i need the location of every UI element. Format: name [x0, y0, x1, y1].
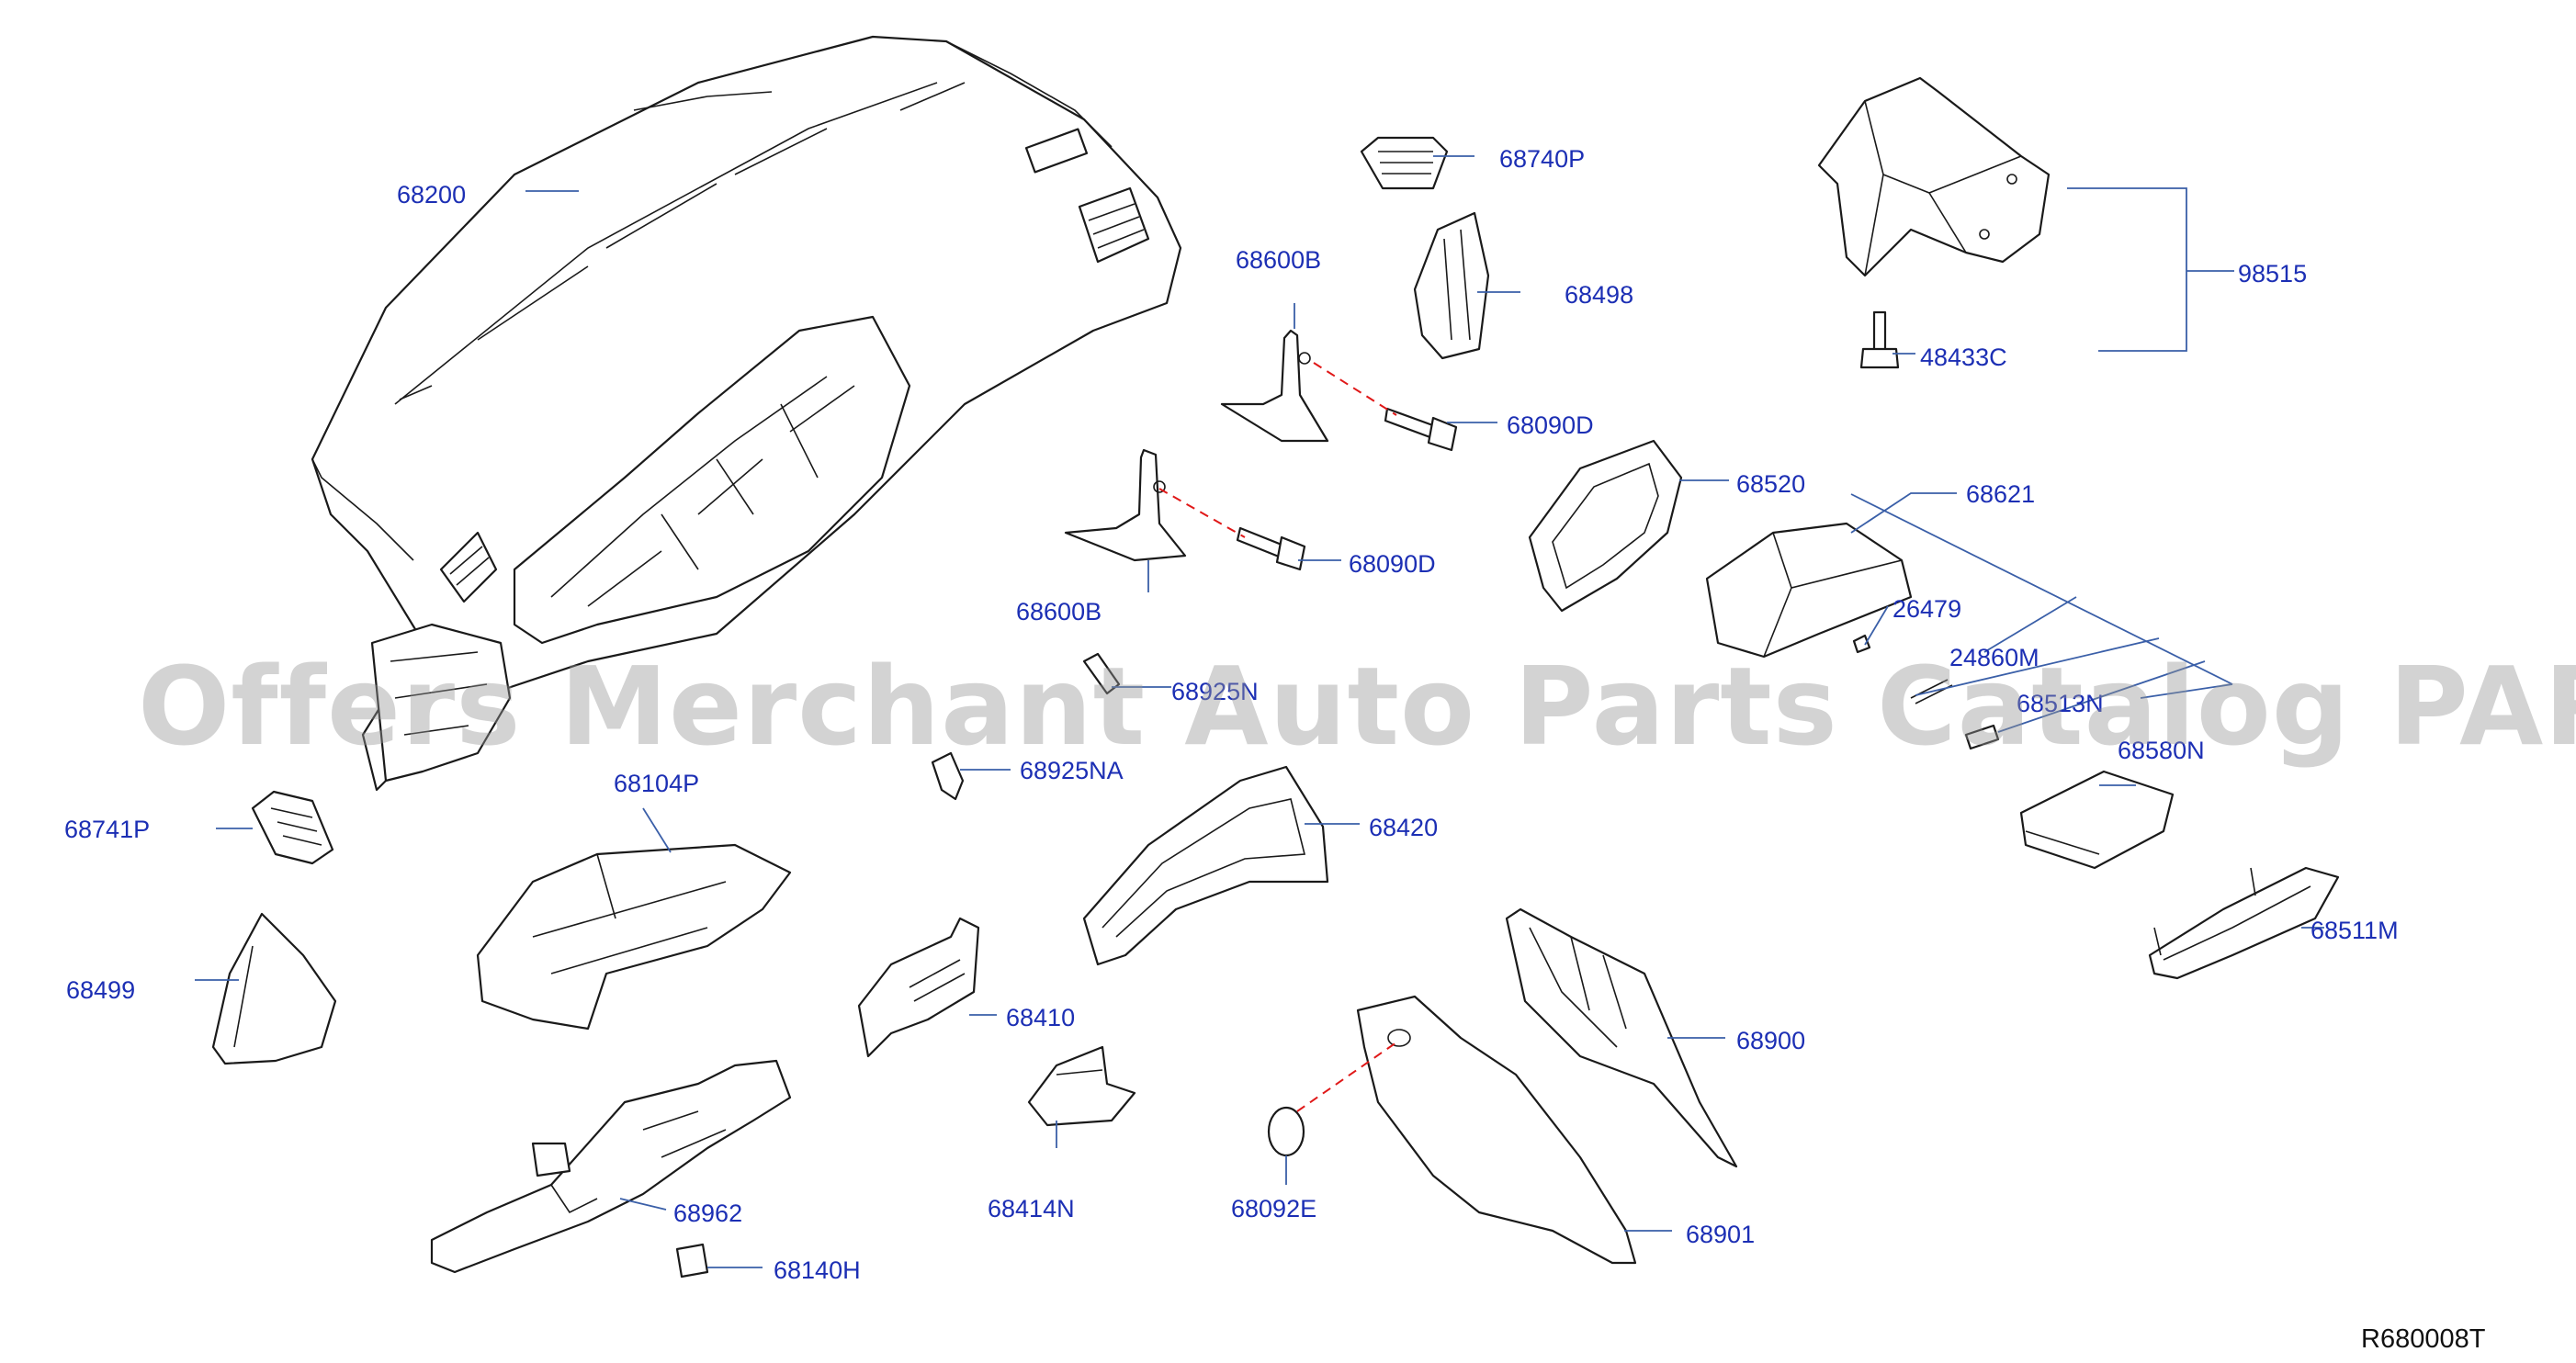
- part-bracket-68900[interactable]: [1505, 907, 1738, 1168]
- part-bolt-68090D-lower[interactable]: [1236, 526, 1306, 571]
- callout-68741P[interactable]: 68741P: [64, 816, 150, 843]
- part-side-trim-68498[interactable]: [1413, 211, 1490, 360]
- callout-68090D-lower[interactable]: 68090D: [1349, 550, 1436, 578]
- callout-68498[interactable]: 68498: [1565, 281, 1633, 309]
- callout-68901[interactable]: 68901: [1686, 1221, 1755, 1248]
- part-panel-68901[interactable]: [1356, 995, 1637, 1265]
- diagram-code: R680008T: [2361, 1324, 2486, 1354]
- watermark-text: Offers Merchant Auto Parts Catalog PARTS…: [138, 643, 2576, 770]
- part-bracket-98515[interactable]: [1817, 76, 2051, 277]
- callout-68092E[interactable]: 68092E: [1231, 1195, 1316, 1222]
- assembly-line-68092E: [1296, 1042, 1397, 1112]
- part-plug-68092E[interactable]: [1267, 1106, 1305, 1157]
- callout-68621[interactable]: 68621: [1966, 480, 2035, 508]
- callout-68925N[interactable]: 68925N: [1171, 678, 1259, 705]
- part-side-vent-68740P[interactable]: [1360, 136, 1449, 190]
- part-bracket-68600B-top[interactable]: [1220, 329, 1329, 443]
- part-bezel-68520[interactable]: [1528, 439, 1683, 613]
- part-bracket-68600B-lower[interactable]: [1064, 448, 1187, 562]
- callout-48433C[interactable]: 48433C: [1920, 344, 2007, 371]
- callout-68600B-top[interactable]: 68600B: [1236, 246, 1321, 274]
- callout-68090D-top[interactable]: 68090D: [1507, 411, 1594, 439]
- part-bolt-68090D-top[interactable]: [1384, 407, 1458, 452]
- part-lamp-68513N[interactable]: [1964, 724, 2000, 750]
- part-clip-68925N[interactable]: [1082, 652, 1121, 695]
- callout-68410[interactable]: 68410: [1006, 1004, 1075, 1031]
- callout-68420[interactable]: 68420: [1369, 814, 1438, 841]
- callout-68925NA[interactable]: 68925NA: [1020, 757, 1124, 784]
- part-handle-68511M[interactable]: [2148, 866, 2340, 980]
- part-cover-68410[interactable]: [857, 917, 980, 1058]
- callout-68580N[interactable]: 68580N: [2118, 737, 2205, 764]
- part-panel-68420[interactable]: [1082, 765, 1329, 966]
- part-bracket-68414N[interactable]: [1027, 1045, 1136, 1127]
- callout-68499[interactable]: 68499: [66, 976, 135, 1004]
- callout-68740P[interactable]: 68740P: [1499, 145, 1585, 173]
- part-lid-68580N[interactable]: [2019, 770, 2175, 870]
- assembly-line-68090D-low: [1158, 488, 1246, 538]
- callout-68511M[interactable]: 68511M: [2310, 917, 2399, 944]
- part-dashboard-panel[interactable]: [311, 35, 1182, 792]
- part-inner-box-68621[interactable]: [1705, 522, 1913, 659]
- part-clip-68925NA[interactable]: [931, 751, 965, 801]
- part-trim-68499[interactable]: [211, 912, 337, 1065]
- callout-68520[interactable]: 68520: [1736, 470, 1805, 498]
- part-undercover-68104P[interactable]: [476, 843, 792, 1031]
- callout-68414N[interactable]: 68414N: [988, 1195, 1075, 1222]
- callout-68962[interactable]: 68962: [673, 1200, 742, 1227]
- leader-lines: [195, 155, 2324, 1268]
- part-pad-68140H[interactable]: [675, 1243, 709, 1279]
- assembly-line-68090D-top: [1313, 362, 1397, 416]
- part-glove-box-68962[interactable]: [430, 1059, 792, 1274]
- callout-68513N[interactable]: 68513N: [2017, 690, 2104, 717]
- callout-24860M[interactable]: 24860M: [1949, 644, 2039, 671]
- callout-26479[interactable]: 26479: [1892, 595, 1961, 623]
- callout-68600B-lower[interactable]: 68600B: [1016, 598, 1102, 625]
- part-clip-26479[interactable]: [1852, 634, 1871, 654]
- callout-68140H[interactable]: 68140H: [774, 1256, 861, 1284]
- part-bolt-48433C[interactable]: [1859, 310, 1900, 369]
- part-vent-68741P[interactable]: [251, 790, 334, 865]
- callout-68900[interactable]: 68900: [1736, 1027, 1805, 1054]
- callout-68104P[interactable]: 68104P: [614, 770, 699, 797]
- callout-68200[interactable]: 68200: [397, 181, 466, 208]
- callout-98515[interactable]: 98515: [2238, 260, 2307, 287]
